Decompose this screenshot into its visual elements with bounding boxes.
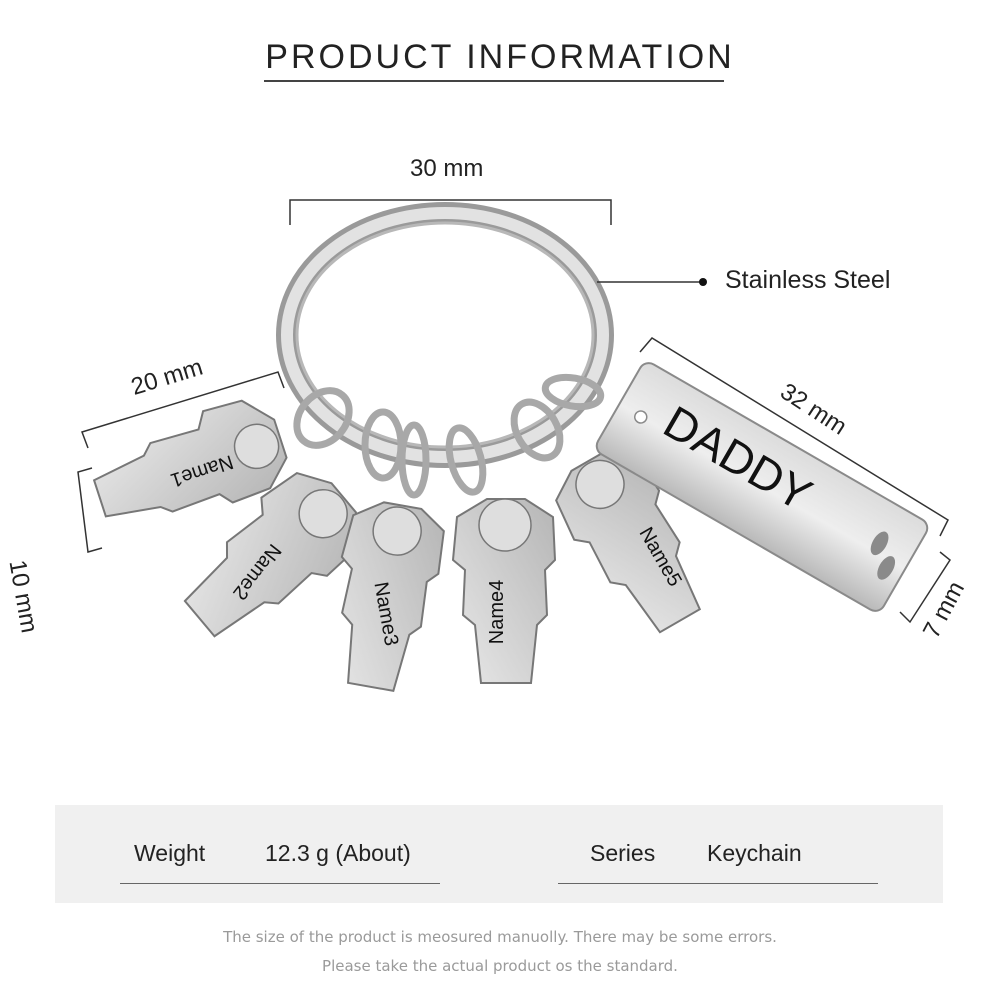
bar-width-dimension [899,551,951,624]
weight-divider [120,883,440,884]
charm-name4 [451,498,557,684]
jump-rings [293,373,605,499]
weight-value: 12.3 g (About) [265,840,411,866]
product-illustration: Name1 Name2 Name3 Name4 Name5 DADDY [77,199,951,692]
ring-width-dimension [289,199,612,225]
series-label: Series [590,840,656,866]
material-pointer [597,278,707,286]
footprints-icon [870,531,896,580]
charm-width-dimension [81,371,285,449]
page-title: PRODUCT INFORMATION [265,38,735,76]
charm-height-dimension [77,467,103,553]
charm-name3 [340,501,445,692]
ring-width-label: 30 mm [410,155,484,182]
bar-length-dimension [639,337,949,537]
material-label: Stainless Steel [725,266,891,294]
disclaimer-line-1: The size of the product is meosured manu… [223,928,777,946]
charm-name2 [183,471,360,638]
specs-panel: Weight 12.3 g (About) Series Keychain [55,805,943,903]
series-value: Keychain [707,840,802,866]
engraved-bar [595,362,929,612]
charm-label-4: Name4 [486,580,508,644]
weight-label: Weight [134,840,206,866]
title-underline [264,80,724,82]
key-ring [276,202,614,468]
charm-name1 [92,399,288,518]
series-divider [558,883,878,884]
disclaimer-line-2: Please take the actual product os the st… [322,957,678,975]
